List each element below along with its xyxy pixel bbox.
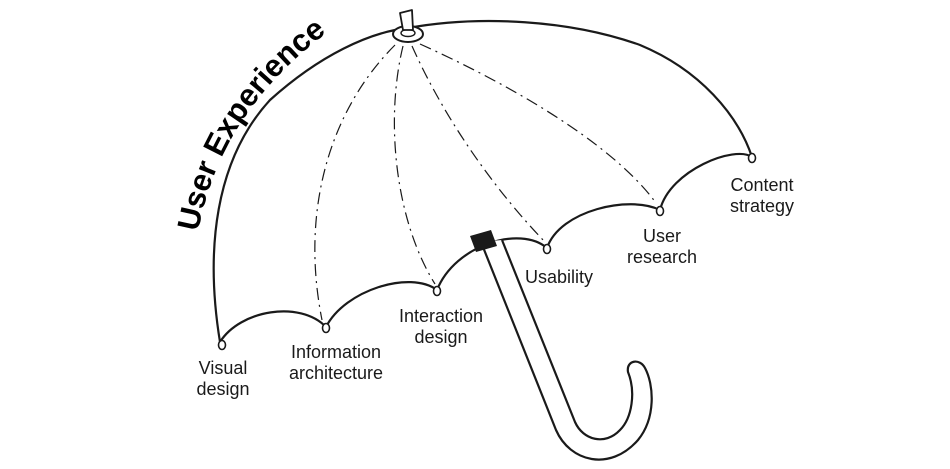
label-information-architecture: Information architecture [288,342,384,383]
label-usability: Usability [524,267,594,287]
title-curved-text: User Experience [170,11,331,234]
handle-collar [470,230,497,252]
canopy-ribs [314,43,657,321]
label-content-strategy: Content strategy [729,175,795,216]
label-user-research: User research [626,226,698,267]
umbrella-handle [470,230,653,461]
label-interaction-design: Interaction design [398,306,484,347]
rib-tips [217,152,757,351]
umbrella-top-tip [392,9,424,43]
label-visual-design: Visual design [196,358,250,399]
